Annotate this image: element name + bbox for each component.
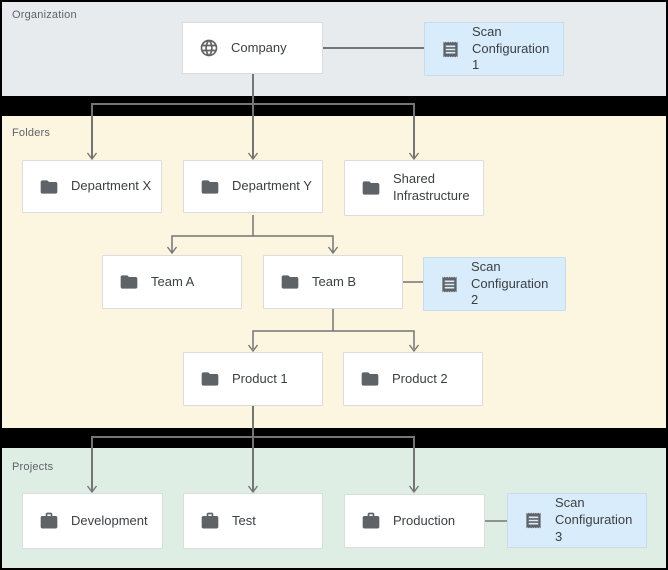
projects-section-label: Projects [12,461,54,473]
node-development: Development [22,493,163,549]
folder-icon [39,177,59,197]
node-team-b: Team B [263,255,403,309]
node-label: Test [232,512,256,528]
node-production: Production [344,494,485,548]
node-scan-configuration-2: Scan Configuration 2 [423,257,566,311]
receipt-icon [441,40,460,59]
folder-icon [360,369,380,389]
folders-section-label: Folders [12,127,51,139]
node-scan-configuration-1: Scan Configuration 1 [424,22,564,76]
node-label: Scan Configuration 2 [471,258,549,308]
node-label: Scan Configuration 3 [555,495,633,544]
node-product-2: Product 2 [343,352,483,406]
receipt-icon [440,275,459,294]
node-label: Department X [71,178,152,194]
node-department-y: Department Y [183,160,323,213]
node-label: Team A [151,273,195,289]
node-company: Company [182,22,323,74]
node-scan-configuration-3: Scan Configuration 3 [507,493,647,548]
node-test: Test [183,493,323,549]
node-product-1: Product 1 [183,352,323,406]
folder-icon [200,369,220,389]
node-label: Product 1 [232,370,288,386]
node-label: Development [71,512,148,528]
node-shared-infrastructure: Shared Infrastructure [344,160,484,216]
folder-icon [280,272,300,292]
folder-icon [361,178,381,198]
node-team-a: Team A [102,255,242,309]
node-label: Department Y [232,178,312,194]
folder-icon [200,177,220,197]
briefcase-icon [39,511,59,531]
node-label: Scan Configuration 1 [472,23,550,73]
node-label: Production [393,512,456,528]
organization-section-label: Organization [12,9,77,21]
briefcase-icon [200,511,220,531]
organization-section [2,2,666,96]
node-label: Company [231,39,287,55]
node-department-x: Department X [22,160,162,213]
node-label: Shared Infrastructure [393,171,470,203]
node-label: Product 2 [392,370,448,386]
globe-icon [199,38,219,58]
receipt-icon [524,511,543,530]
node-label: Team B [312,273,357,289]
folder-icon [119,272,139,292]
briefcase-icon [361,511,381,531]
